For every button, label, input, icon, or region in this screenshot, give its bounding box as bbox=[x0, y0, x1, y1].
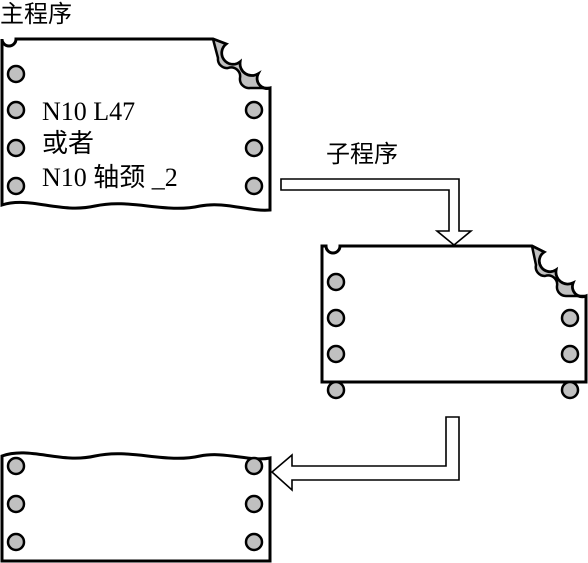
main-sheet-hole-left-4 bbox=[6, 176, 26, 196]
continuation-sheet-hole-left-2 bbox=[6, 494, 26, 514]
main-sheet-hole-right-3 bbox=[244, 176, 264, 196]
continuation-sheet-hole-right-3 bbox=[244, 532, 264, 552]
main-sheet-hole-left-3 bbox=[6, 138, 26, 158]
sub-sheet-hole-left-4 bbox=[326, 380, 346, 400]
sub-sheet-hole-left-1 bbox=[326, 272, 346, 292]
sub-sheet-hole-right-1 bbox=[560, 308, 580, 328]
call-arrow bbox=[280, 178, 474, 247]
sub-sheet-hole-right-3 bbox=[560, 380, 580, 400]
sub-sheet-folded-corner bbox=[530, 244, 588, 298]
main-program-continuation-sheet bbox=[0, 451, 272, 563]
sub-program-label: 子程序 bbox=[326, 141, 398, 168]
sub-sheet-hole-left-3 bbox=[326, 344, 346, 364]
main-sheet-line-3: N10 轴颈 _2 bbox=[42, 163, 178, 192]
main-sheet-line-2: 或者 bbox=[42, 129, 94, 158]
main-sheet-line-1: N10 L47 bbox=[42, 97, 135, 126]
sub-sheet-outline bbox=[320, 244, 588, 384]
continuation-sheet-hole-left-1 bbox=[6, 456, 26, 476]
main-program-sheet: N10 L47 或者 N10 轴颈 _2 bbox=[0, 37, 272, 212]
continuation-sheet-hole-right-1 bbox=[244, 456, 264, 476]
continuation-sheet-hole-right-2 bbox=[244, 494, 264, 514]
sub-sheet-hole-right-2 bbox=[560, 344, 580, 364]
main-sheet-hole-right-2 bbox=[244, 138, 264, 158]
sub-program-sheet bbox=[320, 244, 588, 400]
main-program-label: 主程序 bbox=[0, 1, 72, 28]
main-sheet-hole-right-1 bbox=[244, 100, 264, 120]
main-sheet-hole-left-2 bbox=[6, 100, 26, 120]
return-arrow bbox=[270, 416, 460, 492]
continuation-sheet-hole-left-3 bbox=[6, 532, 26, 552]
main-sheet-hole-left-1 bbox=[6, 64, 26, 84]
main-sheet-folded-corner bbox=[211, 37, 272, 90]
sub-sheet-hole-left-2 bbox=[326, 308, 346, 328]
continuation-sheet-outline bbox=[0, 451, 272, 563]
